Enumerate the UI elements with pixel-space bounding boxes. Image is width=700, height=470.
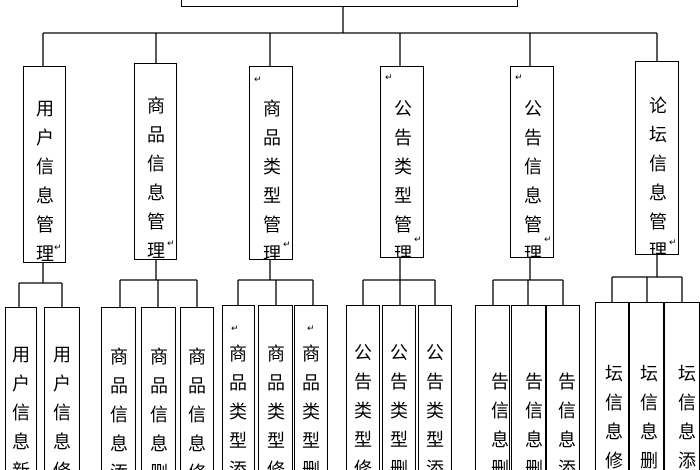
leaf-box: 坛信息删 <box>629 302 664 470</box>
module-label: 论坛信息管理 <box>649 96 667 255</box>
module-label: 公告类型管理 <box>394 99 412 258</box>
leaf-label: 商品类型删 <box>302 344 320 470</box>
leaf-box: 坛信息修 <box>595 302 629 470</box>
leaf-box: 商品信息添 <box>101 307 136 470</box>
leaf-label: 商品类型添 <box>229 344 247 470</box>
paragraph-mark: ↵ <box>254 75 262 85</box>
paragraph-mark: ↵ <box>544 235 552 245</box>
module-label: 商品信息管理 <box>147 96 165 260</box>
leaf-label: 告信息删 <box>491 372 509 470</box>
paragraph-mark: ↵ <box>515 73 523 83</box>
leaf-box: 坛信息添 <box>664 302 700 470</box>
module-label: 用户信息管理 <box>36 99 54 263</box>
paragraph-mark: ↵ <box>167 239 175 249</box>
leaf-label: 告信息添 <box>558 372 576 470</box>
leaf-box: 公告类型添 <box>418 305 452 470</box>
module-label: 公告信息管理 <box>524 99 542 258</box>
module-box-user-info: 用户信息管理 ↵ <box>23 66 66 263</box>
leaf-box: 告信息删 <box>475 305 510 470</box>
paragraph-mark: ↵ <box>385 73 393 83</box>
leaf-label: 告信息删 <box>525 372 543 470</box>
leaf-box: 告信息删 <box>511 305 546 470</box>
paragraph-mark: ↵ <box>414 235 422 245</box>
root-system-box <box>181 0 518 7</box>
module-label: 商品类型管理 <box>263 99 281 260</box>
module-box-forum-info: 论坛信息管理 ↵ <box>635 61 679 255</box>
leaf-label: 商品信息删 <box>150 347 168 470</box>
leaf-label: 坛信息添 <box>678 364 696 470</box>
leaf-label: 坛信息修 <box>605 364 623 470</box>
leaf-box: 告信息添 <box>546 305 580 470</box>
paragraph-mark: ↵ <box>54 243 62 253</box>
leaf-box: 公告类型删 <box>382 305 416 470</box>
module-box-product-type: 商品类型管理 ↵ ↵ <box>249 66 293 260</box>
module-box-notice-info: 公告信息管理 ↵ ↵ <box>510 66 554 258</box>
leaf-box: 商品类型添 ↵ <box>222 305 255 470</box>
leaf-label: 公告类型修 <box>354 343 372 470</box>
leaf-label: 公告类型删 <box>390 343 408 470</box>
module-box-product-info: 商品信息管理 ↵ <box>134 63 177 260</box>
leaf-box: 商品信息修 <box>180 307 214 470</box>
leaf-label: 商品类型修 <box>267 344 285 470</box>
module-box-notice-type: 公告类型管理 ↵ ↵ <box>380 66 424 258</box>
leaf-label: 公告类型添 <box>426 343 444 470</box>
leaf-box: 用户信息修 <box>44 307 80 470</box>
leaf-label: 用户信息新 <box>12 345 30 470</box>
leaf-box: 商品类型删 ↵ <box>294 305 328 470</box>
leaf-label: 坛信息删 <box>640 364 658 470</box>
paragraph-mark: ↵ <box>669 238 677 248</box>
leaf-box: 商品类型修 <box>258 305 293 470</box>
leaf-label: 用户信息修 <box>53 345 71 470</box>
leaf-label: 商品信息添 <box>110 347 128 470</box>
paragraph-mark: ↵ <box>231 324 239 334</box>
leaf-box: 公告类型修 <box>346 305 380 470</box>
leaf-box: 用户信息新 <box>5 307 37 470</box>
leaf-box: 商品信息删 <box>141 307 176 470</box>
paragraph-mark: ↵ <box>283 240 291 250</box>
leaf-label: 商品信息修 <box>188 347 206 470</box>
paragraph-mark: ↵ <box>307 324 315 334</box>
